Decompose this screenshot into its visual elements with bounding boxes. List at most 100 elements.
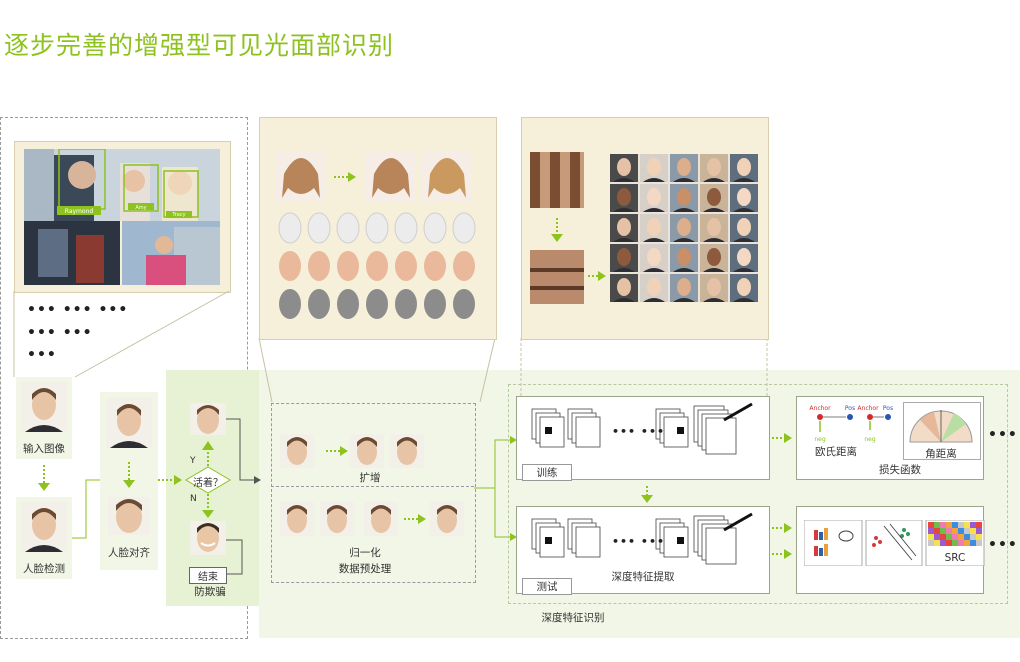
face-tile-head	[707, 248, 721, 266]
head-row-skin	[279, 251, 475, 281]
yes-label: Y	[190, 456, 196, 466]
face-tile-body	[613, 268, 635, 272]
pos-label-1: Pos	[845, 405, 855, 412]
face-tile-body	[643, 238, 665, 242]
src-cell	[940, 522, 946, 528]
face-tile-head	[677, 248, 691, 266]
face-tile-body	[673, 298, 695, 302]
face-tile-head	[647, 158, 661, 176]
test-label: 测试	[522, 578, 572, 595]
face-tile-body	[673, 268, 695, 272]
face-tile-head	[647, 248, 661, 266]
spoof-face-top	[190, 403, 226, 435]
face-tile-head	[617, 248, 631, 266]
head-row-white	[278, 212, 476, 244]
more-scenes-dots-1: ••• ••• •••	[27, 302, 129, 318]
src-cell	[952, 528, 958, 534]
detect-face-photo	[21, 502, 67, 552]
angular-label: 角距离	[925, 448, 957, 460]
neg-label-2: neg	[864, 436, 875, 443]
face-tile-body	[673, 178, 695, 182]
face-tile-body	[613, 208, 635, 212]
face-tile-head	[707, 188, 721, 206]
src-cell	[964, 528, 970, 534]
src-cell	[940, 534, 946, 540]
augment-label: 扩增	[359, 472, 381, 484]
src-cell	[928, 534, 934, 540]
scene-photo-collage: Raymond Amy Tracy	[24, 149, 220, 285]
face-tile-head	[647, 218, 661, 236]
face-tile-body	[733, 238, 755, 242]
src-cell	[952, 534, 958, 540]
tag-tracy: Tracy	[171, 212, 185, 218]
face-tile-body	[733, 268, 755, 272]
end-label: 结束	[189, 567, 227, 584]
data-preprocess-label: 数据预处理	[338, 563, 392, 575]
test-ellipsis: ••• •••	[612, 535, 666, 548]
deep-recognition-frame	[508, 384, 1008, 604]
src-cell	[934, 540, 940, 546]
src-cell	[934, 534, 940, 540]
more-scenes-dots-2: ••• •••	[27, 325, 93, 341]
feature-extract-label: 深度特征提取	[611, 571, 675, 583]
face-detect-label: 人脸检测	[23, 563, 65, 575]
src-cell	[970, 540, 976, 546]
anchor-label-2: Anchor	[857, 405, 879, 412]
classifier-more-dots: •••	[988, 537, 1018, 553]
face-tile-body	[703, 268, 725, 272]
anti-spoof-label: 防欺骗	[194, 586, 226, 598]
normalize-label: 归一化	[349, 547, 381, 559]
src-cell	[976, 540, 982, 546]
tag-amy: Amy	[135, 205, 146, 211]
face-tile-head	[617, 158, 631, 176]
tag-raymond: Raymond	[65, 208, 94, 215]
face-tile-body	[703, 238, 725, 242]
face-tile-body	[673, 238, 695, 242]
src-cell	[940, 540, 946, 546]
preprocess-divider	[271, 486, 474, 487]
preprocess-frame	[271, 403, 476, 583]
src-heatmap	[928, 522, 982, 546]
face-tile-body	[733, 298, 755, 302]
face-grid-tiles	[610, 154, 758, 302]
face-tile-head	[737, 158, 751, 176]
page-title: 逐步完善的增强型可见光面部识别	[4, 31, 395, 60]
input-image-label: 输入图像	[23, 443, 65, 455]
src-cell	[976, 528, 982, 534]
src-cell	[928, 528, 934, 534]
face-tile-head	[647, 278, 661, 296]
head-row-gray	[279, 289, 475, 319]
src-cell	[946, 534, 952, 540]
src-cell	[946, 540, 952, 546]
cnn-test	[531, 515, 737, 565]
src-cell	[940, 528, 946, 534]
src-cell	[970, 534, 976, 540]
face-align-label: 人脸对齐	[108, 547, 150, 559]
face-tile-body	[643, 208, 665, 212]
src-cell	[952, 522, 958, 528]
loss-more-dots: •••	[988, 427, 1018, 443]
face-tile-head	[707, 218, 721, 236]
src-cell	[970, 528, 976, 534]
face-tile-head	[707, 158, 721, 176]
cnn-train	[531, 405, 737, 455]
src-cell	[952, 540, 958, 546]
face-tile-head	[617, 278, 631, 296]
face-tile-body	[643, 298, 665, 302]
euclid-label: 欧氏距离	[815, 446, 857, 458]
face-tile-head	[677, 158, 691, 176]
anchor-label-1: Anchor	[809, 405, 831, 412]
align-face-photo-top	[106, 398, 152, 448]
face-tile-head	[677, 188, 691, 206]
euclid-diagram: Anchor Pos neg Anchor Pos neg	[809, 405, 893, 443]
face-tile-head	[737, 188, 751, 206]
src-cell	[928, 522, 934, 528]
src-cell	[958, 534, 964, 540]
align-face-photo-bottom	[108, 497, 150, 535]
face-tile-head	[737, 248, 751, 266]
face-tile-body	[643, 268, 665, 272]
more-scenes-dots-3: •••	[27, 347, 57, 363]
